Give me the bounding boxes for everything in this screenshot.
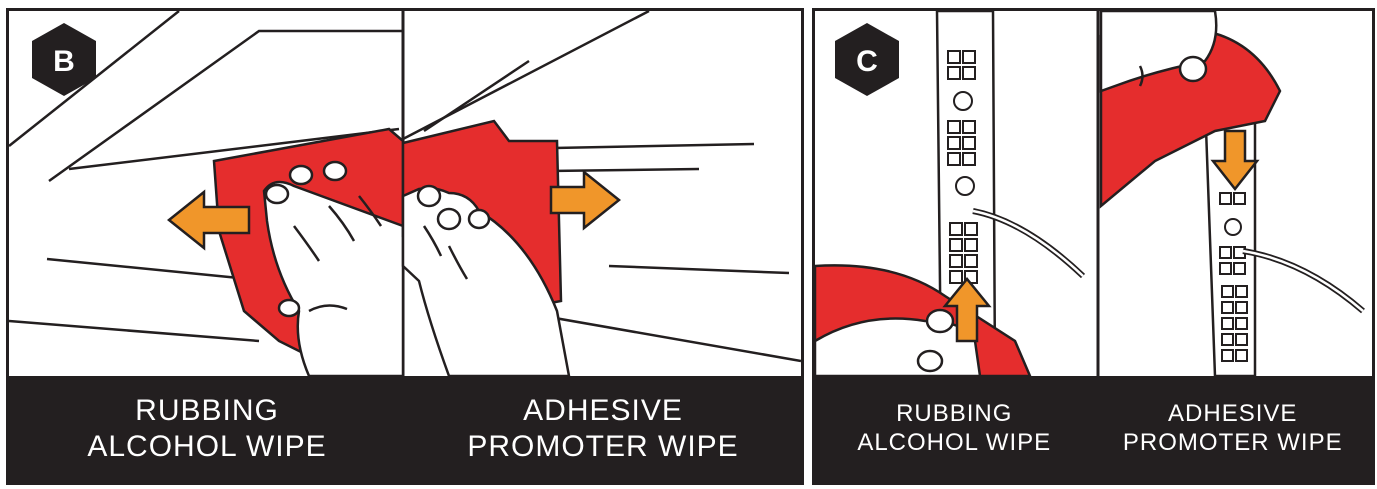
step-b-caption-rubbing: RUBBING ALCOHOL WIPE xyxy=(9,376,405,482)
step-c-group: C RUBBING ALCOHOL WIPE ADHESIVE PROMOTER… xyxy=(812,8,1375,485)
surface-edge-line xyxy=(47,259,249,279)
surface-edge-line xyxy=(424,61,529,131)
arrow-right-icon xyxy=(551,172,619,228)
step-b-illustration: B xyxy=(9,11,801,376)
surface-edge-line xyxy=(554,144,754,148)
step-c-badge: C xyxy=(835,23,899,96)
step-b-group: B RUBBING ALCOHOL WIPE ADHESIVE PROMOTER… xyxy=(6,8,804,485)
caption-line: ADHESIVE xyxy=(467,393,738,429)
caption-line: PROMOTER WIPE xyxy=(1123,429,1343,458)
step-c-caption-rubbing: RUBBING ALCOHOL WIPE xyxy=(815,376,1094,482)
caption-line: RUBBING xyxy=(87,393,326,429)
caption-line: PROMOTER WIPE xyxy=(467,429,738,465)
caption-line: ADHESIVE xyxy=(1123,400,1343,429)
surface-edge-line xyxy=(9,321,259,341)
caption-line: RUBBING xyxy=(857,400,1051,429)
caption-line: ALCOHOL WIPE xyxy=(857,429,1051,458)
step-c-badge-letter: C xyxy=(856,45,878,78)
step-b-caption-promoter: ADHESIVE PROMOTER WIPE xyxy=(405,376,801,482)
caption-line: ALCOHOL WIPE xyxy=(87,429,326,465)
step-b-caption-bar: RUBBING ALCOHOL WIPE ADHESIVE PROMOTER W… xyxy=(9,376,801,482)
surface-edge-line xyxy=(609,266,789,273)
step-c-caption-promoter: ADHESIVE PROMOTER WIPE xyxy=(1094,376,1373,482)
wire-icon xyxy=(1243,251,1363,311)
surface-edge-line xyxy=(549,169,699,171)
step-c-illustration: C xyxy=(815,11,1372,376)
step-c-caption-bar: RUBBING ALCOHOL WIPE ADHESIVE PROMOTER W… xyxy=(815,376,1372,482)
step-b-badge-letter: B xyxy=(53,45,75,78)
